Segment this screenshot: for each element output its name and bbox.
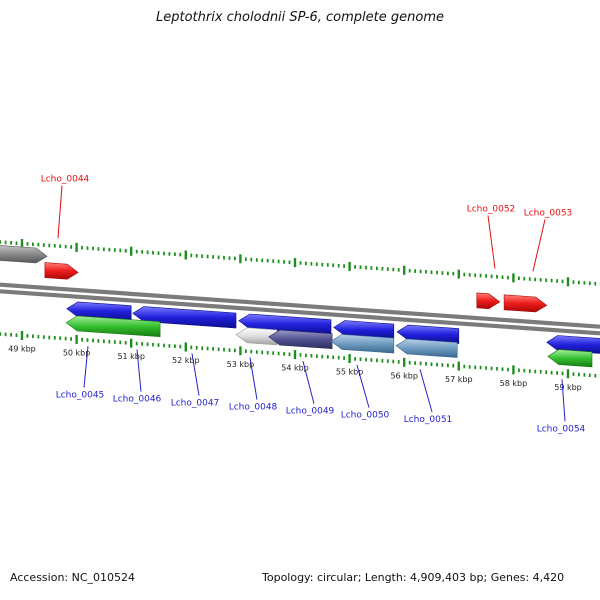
gene-label-Lcho_0052[interactable]: Lcho_0052 [467, 204, 516, 214]
ruler-label: 57 kbp [445, 375, 473, 384]
ruler-label: 59 kbp [554, 383, 582, 392]
gene-arrow-Lcho_0051[interactable] [395, 338, 458, 358]
genome-backbone [0, 289, 600, 336]
callout-line-Lcho_0049 [302, 361, 315, 404]
gene-arrow-Lcho_0047[interactable] [132, 306, 237, 329]
callout-line-Lcho_0048 [249, 357, 258, 400]
gene-label-Lcho_0050[interactable]: Lcho_0050 [341, 411, 390, 421]
gene-label-Lcho_0054[interactable]: Lcho_0054 [537, 424, 586, 434]
callout-line-Lcho_0052 [487, 215, 496, 269]
callout-line-Lcho_0044 [57, 185, 63, 239]
ruler-label: 54 kbp [281, 364, 309, 373]
ruler-label: 50 kbp [63, 348, 91, 357]
gene-label-Lcho_0045[interactable]: Lcho_0045 [56, 391, 105, 401]
gene-label-Lcho_0048[interactable]: Lcho_0048 [229, 403, 278, 413]
ruler-label: 53 kbp [227, 360, 255, 369]
gene-arrow-unnamed[interactable] [396, 324, 460, 344]
gene-arrow-unnamed[interactable] [0, 245, 48, 264]
gene-arrow-Lcho_0052[interactable] [476, 292, 501, 310]
gene-label-Lcho_0047[interactable]: Lcho_0047 [171, 399, 220, 409]
callout-line-Lcho_0051 [419, 369, 433, 413]
gene-label-Lcho_0053[interactable]: Lcho_0053 [524, 208, 573, 218]
ruler-label: 56 kbp [390, 371, 418, 380]
gene-label-Lcho_0049[interactable]: Lcho_0049 [286, 407, 335, 417]
gene-label-Lcho_0044[interactable]: Lcho_0044 [41, 175, 90, 185]
gene-label-Lcho_0051[interactable]: Lcho_0051 [404, 415, 453, 425]
genome-backbone [0, 282, 600, 329]
accession-text: Accession: NC_010524 [10, 571, 136, 584]
callout-line-Lcho_0046 [136, 349, 142, 392]
gene-arrow-unnamed[interactable] [546, 335, 600, 354]
gene-arrow-Lcho_0050[interactable] [330, 334, 395, 354]
ruler-label: 52 kbp [172, 356, 200, 365]
ruler-label: 49 kbp [8, 345, 36, 354]
callout-line-Lcho_0053 [532, 219, 546, 272]
gene-arrow-Lcho_0053[interactable] [503, 294, 548, 313]
gene-arrow-unnamed[interactable] [333, 320, 395, 340]
callout-line-Lcho_0054 [561, 379, 566, 422]
ruler-label: 58 kbp [500, 379, 528, 388]
ruler-label: 55 kbp [336, 368, 364, 377]
gene-arrow-Lcho_0049[interactable] [268, 329, 333, 350]
callout-line-Lcho_0050 [356, 364, 370, 408]
gene-arrow-Lcho_0044[interactable] [44, 262, 79, 280]
genome-summary-text: Topology: circular; Length: 4,909,403 bp… [262, 571, 565, 584]
gene-arrow-Lcho_0045[interactable] [65, 315, 161, 338]
status-bar: Accession: NC_010524 Topology: circular;… [0, 571, 600, 591]
callout-line-Lcho_0047 [191, 353, 200, 396]
callout-line-Lcho_0045 [83, 346, 89, 388]
figure-title: Leptothrix cholodnii SP-6, complete geno… [156, 10, 444, 25]
ruler-label: 51 kbp [117, 352, 145, 361]
gene-arrow-Lcho_0054[interactable] [547, 349, 593, 368]
gene-label-Lcho_0046[interactable]: Lcho_0046 [113, 395, 162, 405]
